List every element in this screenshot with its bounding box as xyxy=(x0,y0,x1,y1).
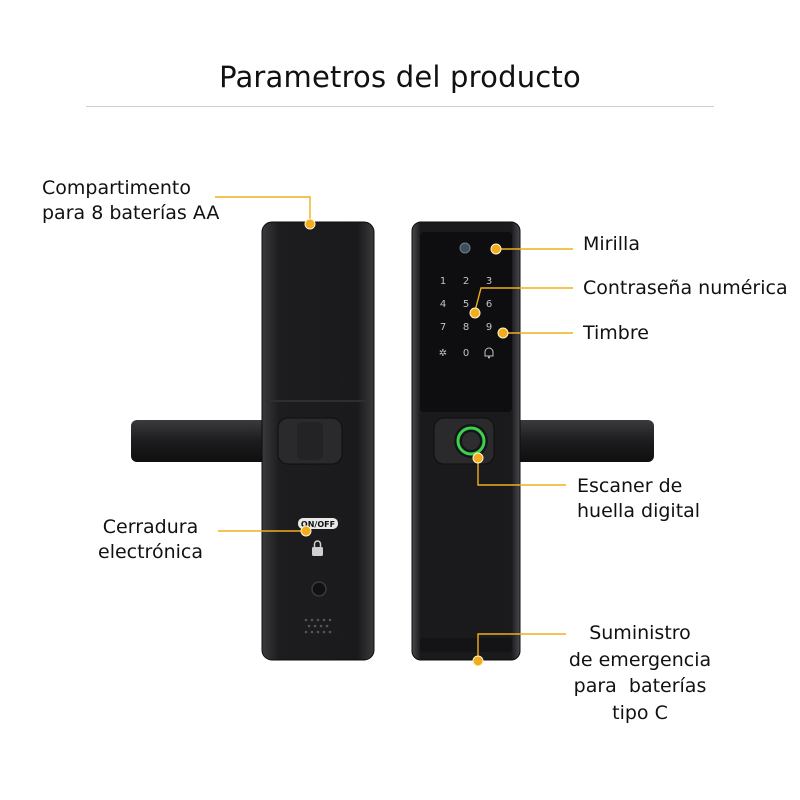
label-emergency-line2: de emergencia xyxy=(568,648,712,671)
fingerprint-ring xyxy=(456,426,486,456)
keypad-key[interactable]: 7 xyxy=(440,322,446,333)
label-doorbell: Timbre xyxy=(583,322,649,344)
label-lock-line1: Cerradura xyxy=(102,516,199,538)
callout-dot-fingerprint xyxy=(472,452,484,464)
peephole-camera-icon xyxy=(459,242,471,254)
callout-dot-doorbell xyxy=(497,327,509,339)
label-battery-line1: Compartimento xyxy=(42,177,191,199)
front-handle-lever xyxy=(486,420,654,462)
fingerprint-sensor-icon xyxy=(462,432,480,450)
label-emergency-line1: Suministro xyxy=(589,622,691,644)
label-emergency-line3: para baterías xyxy=(573,675,707,697)
keypad-key[interactable]: 1 xyxy=(440,276,446,287)
keypad-key[interactable]: 6 xyxy=(486,299,492,310)
callout-lines xyxy=(215,196,573,661)
back-panel: ON/OFF xyxy=(131,221,375,661)
speaker-grille-icon xyxy=(304,618,332,634)
label-lock-line2: electrónica xyxy=(98,541,203,563)
back-handle-lever xyxy=(131,420,281,462)
callout-line-keypad xyxy=(474,287,573,312)
label-emergency-supply: Suministro de emergencia para baterías t… xyxy=(555,620,725,726)
bell-icon xyxy=(484,347,494,359)
page-title: Parametros del producto xyxy=(219,60,581,94)
label-fingerprint-line1: Escaner de xyxy=(577,475,683,497)
label-electronic-lock: Cerradura electrónica xyxy=(93,515,208,565)
keypad-key[interactable]: 4 xyxy=(440,299,446,310)
onoff-label: ON/OFF xyxy=(301,520,335,529)
label-keypad: Contraseña numérica xyxy=(583,277,788,299)
callout-dots xyxy=(300,218,509,667)
keypad-key[interactable]: 2 xyxy=(463,276,469,287)
keypad-glass xyxy=(420,232,512,412)
keypad-key[interactable]: ✲ xyxy=(439,348,447,359)
callout-dot-lock xyxy=(300,525,312,537)
keypad-key[interactable]: 9 xyxy=(486,322,492,333)
callout-dot-emergency xyxy=(472,655,484,667)
title-divider xyxy=(86,106,714,107)
callout-dot-battery xyxy=(304,218,316,230)
front-panel: 1 2 3 4 5 6 7 8 9 ✲ 0 xyxy=(411,221,654,661)
keypad-key[interactable]: 5 xyxy=(463,299,469,310)
callout-dot-peephole xyxy=(490,243,502,255)
label-fingerprint: Escaner de huella digital xyxy=(577,474,700,524)
callout-line-fingerprint xyxy=(477,458,566,486)
callout-line-emergency xyxy=(477,633,566,661)
callout-dot-keypad xyxy=(469,307,481,319)
keypad-key[interactable]: 0 xyxy=(463,348,469,359)
callout-line-battery xyxy=(215,196,311,222)
label-battery-compartment: Compartimento para 8 baterías AA xyxy=(42,176,219,226)
label-battery-line2: para 8 baterías AA xyxy=(42,202,220,224)
label-emergency-line4: tipo C xyxy=(612,701,668,724)
keypad-key[interactable]: 3 xyxy=(486,276,492,287)
label-fingerprint-line2: huella digital xyxy=(577,500,701,522)
numeric-keypad: 1 2 3 4 5 6 7 8 9 ✲ 0 xyxy=(439,276,492,359)
keyhole-icon xyxy=(311,581,327,597)
label-peephole: Mirilla xyxy=(583,233,640,255)
lock-icon xyxy=(312,540,323,556)
keypad-key[interactable]: 8 xyxy=(463,322,469,333)
